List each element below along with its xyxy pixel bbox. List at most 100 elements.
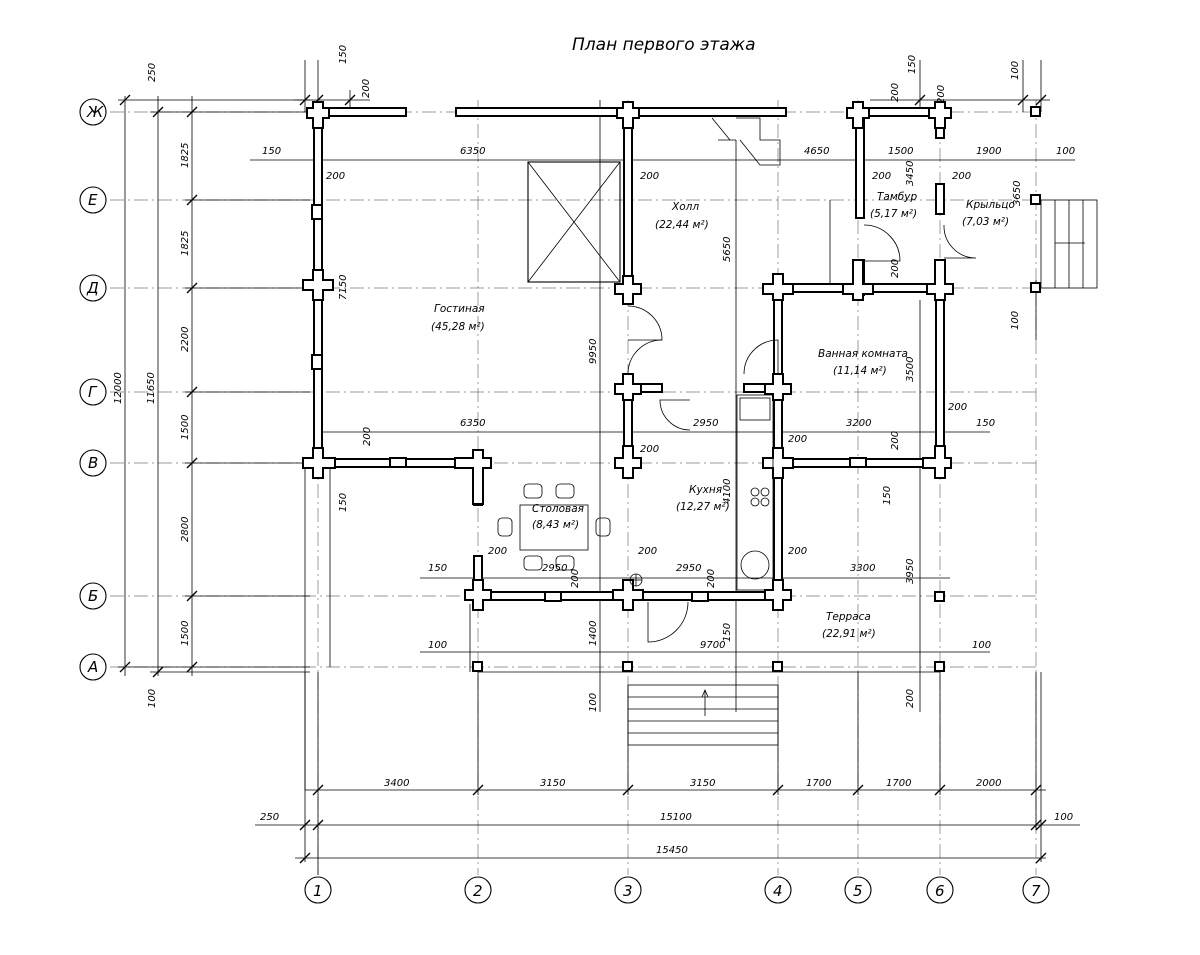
axis-label-col: 3 — [623, 882, 633, 900]
dim-label: 150 — [976, 418, 995, 429]
dim-label: 200 — [788, 434, 807, 445]
dim-label: 100 — [1010, 61, 1021, 80]
room-area: (5,17 м²) — [870, 208, 917, 220]
axis-label-col: 2 — [473, 882, 483, 900]
dim-label: 200 — [890, 431, 901, 450]
doors — [627, 224, 977, 643]
dim-label: 3200 — [846, 418, 871, 429]
room-area: (11,14 м²) — [833, 365, 887, 377]
room-name: Столовая — [532, 503, 584, 515]
dim-label: 200 — [640, 444, 659, 455]
dim-label: 200 — [936, 85, 947, 104]
dining-table — [497, 483, 611, 571]
dim-label: 3450 — [905, 161, 916, 186]
dim-label: 100 — [1056, 146, 1075, 157]
axis-label-row: Е — [88, 191, 98, 209]
axis-label-col: 6 — [935, 882, 945, 900]
dim-label: 200 — [488, 546, 507, 557]
dim-label: 200 — [361, 79, 372, 98]
dim-label: 100 — [428, 640, 447, 651]
dim-label: 5650 — [722, 237, 733, 262]
dim-label: 11650 — [146, 372, 157, 404]
dim-label: 200 — [326, 171, 345, 182]
dim-label: 15450 — [656, 845, 688, 856]
dim-label: 150 — [907, 55, 918, 74]
terrace-outline — [250, 100, 1075, 790]
dim-label: 6350 — [460, 146, 485, 157]
room-area: (12,27 м²) — [676, 501, 730, 513]
room-area: (22,44 м²) — [655, 219, 709, 231]
dim-label: 4100 — [722, 479, 733, 504]
dim-label: 1500 — [180, 621, 191, 646]
axis-label-row: Ж — [86, 103, 104, 121]
room-name: Кухня — [689, 484, 722, 496]
dim-label: 3150 — [540, 778, 565, 789]
dim-label: 200 — [570, 569, 581, 588]
dim-label: 2800 — [180, 517, 191, 542]
dim-label: 1400 — [588, 621, 599, 646]
dim-label: 150 — [428, 563, 447, 574]
dim-label: 100 — [1010, 311, 1021, 330]
dim-label: 4650 — [804, 146, 829, 157]
dim-label: 100 — [1054, 812, 1073, 823]
dim-label: 200 — [948, 402, 967, 413]
axis-label-col: 7 — [1031, 882, 1041, 900]
dim-label: 200 — [952, 171, 971, 182]
dim-label: 3300 — [850, 563, 875, 574]
porch-steps — [1040, 199, 1098, 289]
dim-label: 200 — [638, 546, 657, 557]
dim-label: 200 — [362, 427, 373, 446]
dim-label: 200 — [890, 83, 901, 102]
dim-label: 3650 — [1012, 181, 1023, 206]
room-name: Холл — [671, 201, 699, 213]
dim-label: 6350 — [460, 418, 485, 429]
dim-label: 150 — [338, 45, 349, 64]
interior-dimension-labels: 6350 150 200 4650 1500 1900 100 200 200 … — [262, 146, 1075, 712]
dim-label: 100 — [588, 693, 599, 712]
axis-label-row: А — [87, 658, 98, 676]
dim-label: 250 — [260, 812, 279, 823]
dim-label: 1700 — [806, 778, 831, 789]
dim-label: 1900 — [976, 146, 1001, 157]
dim-label: 100 — [147, 689, 158, 708]
axis-label-row: Б — [88, 587, 98, 605]
dim-label: 2000 — [976, 778, 1001, 789]
room-area: (45,28 м²) — [431, 321, 485, 333]
dim-label: 9950 — [588, 339, 599, 364]
dim-label: 2200 — [180, 327, 191, 352]
dim-label: 7150 — [338, 275, 349, 300]
dim-label: 12000 — [113, 372, 124, 404]
dim-label: 150 — [262, 146, 281, 157]
left-dimension-chains: 250 1825 1825 2200 1500 2800 1500 100 11… — [113, 63, 310, 708]
log-joints — [302, 101, 1041, 672]
dim-label: 2950 — [542, 563, 567, 574]
dim-label: 3400 — [384, 778, 409, 789]
axis-label-row: Г — [88, 383, 98, 401]
row-axis-markers: Ж Е Д Г В Б А — [79, 98, 107, 681]
kitchen-fittings — [629, 394, 774, 591]
axis-label-col: 4 — [773, 882, 783, 900]
axis-label-row: Д — [86, 279, 99, 297]
dim-label: 250 — [147, 63, 158, 82]
dim-label: 1700 — [886, 778, 911, 789]
dim-label: 1825 — [180, 231, 191, 256]
room-name: Гостиная — [434, 303, 485, 315]
dim-label: 15100 — [660, 812, 692, 823]
dim-label: 100 — [972, 640, 991, 651]
room-name: Терраса — [826, 611, 871, 623]
dim-label: 200 — [905, 689, 916, 708]
axis-label-col: 1 — [313, 882, 323, 900]
dim-label: 2950 — [676, 563, 701, 574]
dim-label: 9700 — [700, 640, 725, 651]
dim-label: 3500 — [905, 357, 916, 382]
room-area: (22,91 м²) — [822, 628, 876, 640]
dim-label: 3150 — [690, 778, 715, 789]
dim-label: 200 — [640, 171, 659, 182]
dim-label: 1500 — [180, 415, 191, 440]
plan-title: План первого этажа — [572, 35, 756, 55]
room-area: (8,43 м²) — [532, 519, 579, 531]
dim-label: 150 — [722, 623, 733, 642]
axis-label-row: В — [88, 454, 98, 472]
hall-stairs — [711, 117, 781, 166]
